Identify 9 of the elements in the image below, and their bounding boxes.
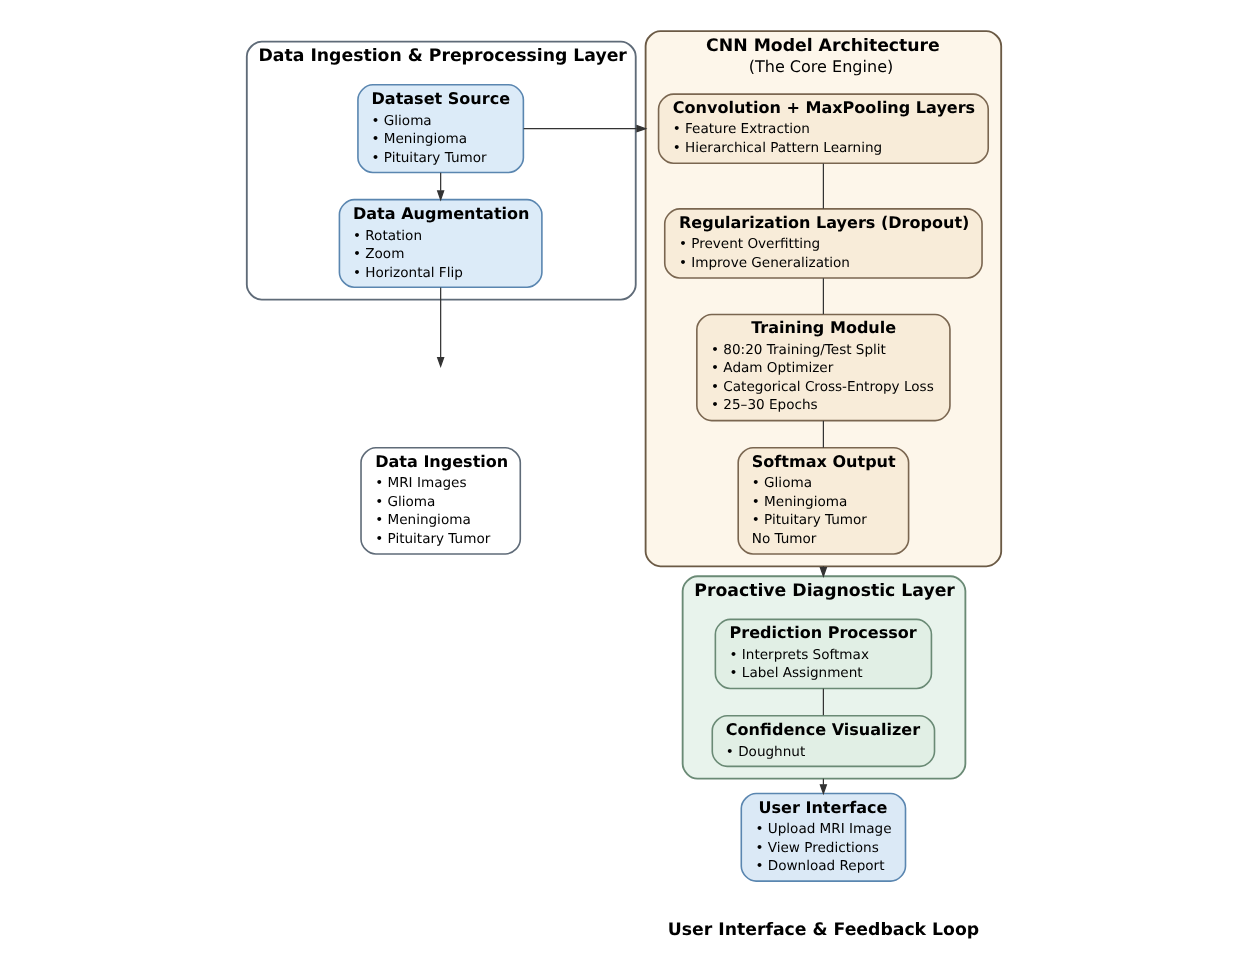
- arrow: [819, 565, 828, 579]
- arrow: [523, 124, 648, 133]
- connector: [822, 277, 824, 315]
- connector: [822, 688, 824, 716]
- label: User Interface & Feedback Loop: [667, 920, 980, 941]
- arrow: [436, 172, 445, 202]
- connector: [822, 420, 824, 449]
- arrow: [436, 286, 445, 369]
- connector: [822, 162, 824, 210]
